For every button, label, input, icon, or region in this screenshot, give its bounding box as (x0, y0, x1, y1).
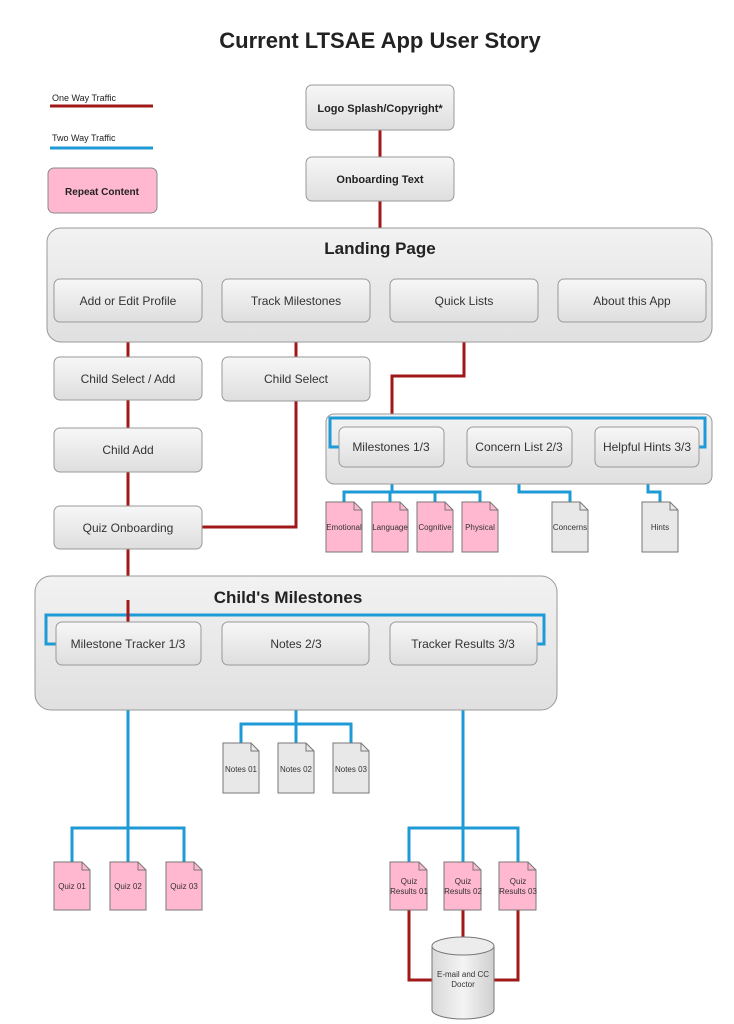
milestones-13-box[interactable]: Milestones 1/3 (338, 426, 445, 468)
track-milestones-box[interactable]: Track Milestones (221, 278, 371, 323)
doc-emotional-label: Emotional (326, 523, 362, 532)
logo-splash-label: Logo Splash/Copyright* (317, 103, 443, 115)
notes-box[interactable]: Notes 2/3 (221, 621, 370, 666)
concern-list-label: Concern List 2/3 (475, 440, 563, 454)
landing-page-panel: Landing Page (46, 227, 713, 343)
doc-concerns-label: Concerns (553, 523, 587, 532)
legend-repeat-swatch (47, 167, 158, 214)
childs-milestones-loop (44, 600, 546, 646)
notes-label: Notes 2/3 (270, 637, 322, 651)
milestone-tracker-box[interactable]: Milestone Tracker 1/3 (55, 621, 202, 666)
legend-one-way-label: One Way Traffic (52, 93, 117, 103)
quiz-onboarding-box[interactable]: Quiz Onboarding (53, 505, 203, 550)
concern-list-box[interactable]: Concern List 2/3 (466, 426, 573, 468)
doc-quiz-results-02[interactable]: Quiz Results 02 (443, 861, 482, 911)
milestones-13-label: Milestones 1/3 (352, 440, 430, 454)
track-milestones-label: Track Milestones (251, 294, 341, 308)
doc-quiz-02-label: Quiz 02 (114, 882, 142, 891)
doc-notes-02[interactable]: Notes 02 (277, 742, 315, 794)
doc-quiz-01[interactable]: Quiz 01 (53, 861, 91, 911)
child-add-box[interactable]: Child Add (53, 427, 203, 473)
database-label-line1: E-mail and CC (437, 970, 489, 979)
quick-lists-label: Quick Lists (435, 294, 494, 308)
doc-notes-02-label: Notes 02 (280, 765, 313, 774)
tracker-results-label: Tracker Results 3/3 (411, 637, 515, 651)
logo-splash-box[interactable]: Logo Splash/Copyright* (305, 84, 455, 131)
doc-emotional[interactable]: Emotional (325, 501, 363, 553)
doc-language-label: Language (372, 523, 408, 532)
legend: One Way Traffic Two Way Traffic Repeat C… (47, 93, 158, 214)
doc-quiz-03-label: Quiz 03 (170, 882, 198, 891)
quiz-onboarding-label: Quiz Onboarding (83, 521, 174, 535)
doc-notes-03-label: Notes 03 (335, 765, 368, 774)
child-select-add-label: Child Select / Add (81, 372, 176, 386)
doc-quiz-01-label: Quiz 01 (58, 882, 86, 891)
helpful-hints-label: Helpful Hints 3/3 (603, 440, 691, 454)
child-select-add-box[interactable]: Child Select / Add (53, 356, 203, 401)
quick-lists-loop (328, 416, 707, 449)
add-edit-profile-label: Add or Edit Profile (80, 294, 177, 308)
quick-lists-box[interactable]: Quick Lists (389, 278, 539, 323)
add-edit-profile-box[interactable]: Add or Edit Profile (53, 278, 203, 323)
doc-notes-01[interactable]: Notes 01 (222, 742, 260, 794)
helpful-hints-box[interactable]: Helpful Hints 3/3 (594, 426, 700, 468)
doc-quiz-results-02-label: Results 02 (444, 887, 482, 896)
landing-page-title: Landing Page (324, 239, 435, 258)
doc-notes-01-label: Notes 01 (225, 765, 258, 774)
doc-quiz-results-03-label: Results 03 (499, 887, 537, 896)
doc-quiz-results-01-label: Results 01 (390, 887, 428, 896)
database-label-line2: Doctor (451, 980, 475, 989)
child-add-label: Child Add (102, 443, 153, 457)
child-select-label: Child Select (264, 372, 329, 386)
doc-cognitive-label: Cognitive (418, 523, 452, 532)
doc-quiz-results-03-word: Quiz (510, 877, 526, 886)
legend-two-way-label: Two Way Traffic (52, 133, 116, 143)
email-doctor-database[interactable]: E-mail and CC Doctor (431, 936, 495, 1020)
doc-quiz-results-02-word: Quiz (455, 877, 471, 886)
diagram-title: Current LTSAE App User Story (219, 28, 541, 53)
onboarding-box[interactable]: Onboarding Text (305, 156, 455, 202)
doc-quiz-03[interactable]: Quiz 03 (165, 861, 203, 911)
milestone-tracker-label: Milestone Tracker 1/3 (71, 637, 186, 651)
doc-quiz-results-01-word: Quiz (401, 877, 417, 886)
doc-physical[interactable]: Physical (461, 501, 499, 553)
doc-notes-03[interactable]: Notes 03 (332, 742, 370, 794)
doc-language[interactable]: Language (371, 501, 409, 553)
onboarding-label: Onboarding Text (336, 174, 424, 186)
about-app-label: About this App (593, 294, 671, 308)
doc-concerns[interactable]: Concerns (551, 501, 589, 553)
child-select-box[interactable]: Child Select (221, 356, 371, 402)
doc-hints-label: Hints (651, 523, 669, 532)
doc-quiz-results-03[interactable]: Quiz Results 03 (498, 861, 537, 911)
doc-quiz-02[interactable]: Quiz 02 (109, 861, 147, 911)
doc-physical-label: Physical (465, 523, 495, 532)
doc-hints[interactable]: Hints (641, 501, 679, 553)
childs-milestones-title: Child's Milestones (214, 588, 363, 607)
doc-cognitive[interactable]: Cognitive (416, 501, 454, 553)
tracker-results-box[interactable]: Tracker Results 3/3 (389, 621, 538, 666)
doc-quiz-results-01[interactable]: Quiz Results 01 (389, 861, 428, 911)
about-app-box[interactable]: About this App (557, 278, 707, 323)
legend-repeat-label: Repeat Content (65, 187, 140, 198)
